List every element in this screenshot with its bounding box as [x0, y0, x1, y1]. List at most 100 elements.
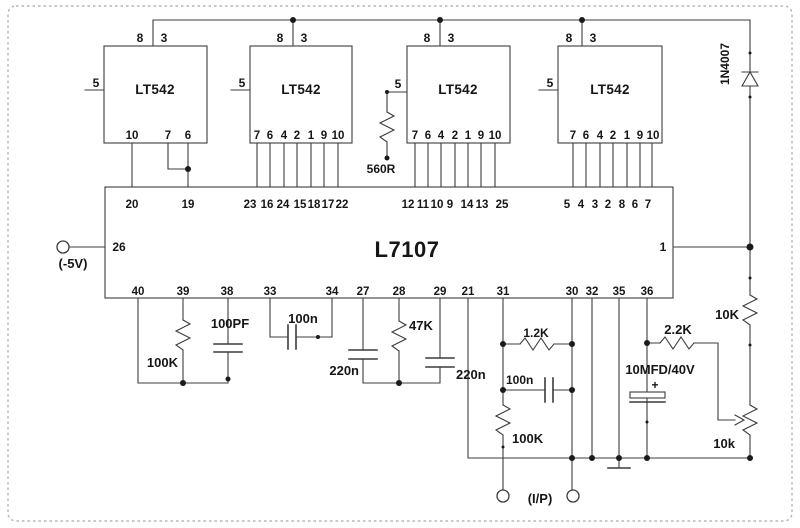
- display-3-bpin: 6: [425, 130, 431, 142]
- display-2-bpin: 1: [308, 130, 315, 142]
- ic-top-pin: 23: [244, 199, 257, 211]
- ic-top-pin: 20: [126, 199, 139, 211]
- terminal-input-right: [566, 489, 580, 503]
- ic-pin1: 1: [660, 240, 667, 254]
- ic-top-pin: 16: [261, 199, 274, 211]
- capacitor-100n-ref-symbol: [287, 324, 297, 350]
- potentiometer-10k-symbol: [734, 404, 759, 436]
- display-2-pin3: 3: [301, 31, 308, 45]
- display-2-bpin: 10: [332, 130, 345, 142]
- terminal-input-left: [496, 489, 510, 503]
- ic-top-pin: 5: [564, 199, 571, 211]
- capacitor-100pf-symbol: [213, 343, 243, 353]
- ic-bottom-pin: 38: [221, 286, 234, 298]
- capacitor-100n-in-symbol: [544, 377, 554, 403]
- ic-top-pin: 4: [578, 199, 585, 211]
- display-2-bpin: 6: [267, 130, 273, 142]
- label-input: (I/P): [528, 491, 553, 506]
- label-100n-ref: 100n: [288, 311, 318, 326]
- resistor-560r-symbol: [378, 111, 396, 143]
- terminal-neg5v: [56, 240, 70, 254]
- ic-bottom-pin: 39: [177, 286, 190, 298]
- label-neg5v: (-5V): [59, 256, 88, 271]
- display-2-box: [249, 45, 353, 144]
- ic-pin26: 26: [112, 240, 126, 254]
- label-10k-pot: 10k: [713, 436, 735, 451]
- label-220n-a: 220n: [329, 363, 359, 378]
- display-3-pin5: 5: [395, 77, 402, 91]
- display-3-box: [406, 45, 511, 144]
- ic-top-pin: 18: [308, 199, 321, 211]
- ic-top-pin: 6: [632, 199, 638, 211]
- display-3-bpin: 10: [489, 130, 502, 142]
- label-220n-b: 220n: [456, 367, 486, 382]
- ic-bottom-pin: 35: [613, 286, 626, 298]
- ic-box: [104, 186, 674, 299]
- display-3-bpin: 1: [465, 130, 472, 142]
- junction-dots: [180, 17, 754, 461]
- ic-top-pin: 17: [322, 199, 335, 211]
- ic-top-pin: 8: [619, 199, 626, 211]
- resistor-100k-in-symbol: [494, 404, 512, 436]
- ic-top-pin: 14: [461, 199, 474, 211]
- ic-top-pin: 25: [496, 199, 509, 211]
- label-1k2: 1.2K: [523, 326, 549, 340]
- ic-top-pin: 11: [417, 199, 430, 211]
- resistor-1k2-symbol: [519, 337, 555, 351]
- ic-top-pin: 2: [605, 199, 611, 211]
- wire-network: [68, 19, 751, 491]
- display-3-bpin: 9: [478, 130, 484, 142]
- display-2-bpin: 9: [321, 130, 327, 142]
- display-4-bpin: 10: [647, 130, 660, 142]
- display-3-bpin: 7: [412, 130, 418, 142]
- ic-top-pin: 19: [182, 199, 195, 211]
- ic-bottom-pin: 28: [393, 286, 406, 298]
- wiper-arrow-icon: [734, 414, 746, 426]
- ic-top-pin: 10: [431, 199, 444, 211]
- display-4-bpin: 2: [610, 130, 616, 142]
- label-560r: 560R: [367, 162, 396, 176]
- display-1-bpin: 6: [185, 130, 191, 142]
- display-1-pin5: 5: [93, 76, 100, 90]
- page-border: [7, 5, 793, 522]
- capacitor-10mfd-symbol: [629, 391, 666, 403]
- ic-top-pin: 7: [645, 199, 651, 211]
- capacitor-220n-b-symbol: [425, 357, 455, 368]
- display-1-pin8: 8: [137, 31, 144, 45]
- ic-bottom-pin: 36: [641, 286, 654, 298]
- ic-bottom-pin: 33: [264, 286, 277, 298]
- display-1-label: LT542: [135, 82, 175, 97]
- ic-bottom-pin: 32: [586, 286, 599, 298]
- display-4-pin8: 8: [566, 31, 573, 45]
- display-2-pin8: 8: [277, 31, 284, 45]
- resistor-47k-symbol: [390, 320, 408, 352]
- label-100pf: 100PF: [211, 316, 249, 331]
- display-4-bpin: 1: [624, 130, 631, 142]
- display-4-box: [557, 45, 663, 144]
- display-1-bpin: 10: [126, 130, 139, 142]
- ic-bottom-pin: 40: [132, 286, 145, 298]
- ic-top-pin: 12: [402, 199, 415, 211]
- ic-top-pin: 3: [592, 199, 598, 211]
- display-3-pin3: 3: [448, 31, 455, 45]
- label-100k-in: 100K: [512, 431, 544, 446]
- ic-bottom-pin: 31: [497, 286, 510, 298]
- display-3-pin8: 8: [424, 31, 431, 45]
- label-10mfd: 10MFD/40V: [625, 362, 695, 377]
- display-4-bpin: 6: [583, 130, 589, 142]
- display-4-label: LT542: [590, 82, 630, 97]
- display-3-bpin: 4: [438, 130, 445, 142]
- label-100k-osc: 100K: [147, 355, 179, 370]
- ic-bottom-pin: 29: [434, 286, 447, 298]
- display-2-bpin: 7: [254, 130, 260, 142]
- display-4-pin5: 5: [547, 76, 554, 90]
- resistor-100k-osc-symbol: [174, 319, 192, 351]
- display-2-bpin: 4: [281, 130, 288, 142]
- label-cap-plus: +: [651, 378, 658, 392]
- ic-bottom-pin: 27: [357, 286, 370, 298]
- display-4-pin3: 3: [590, 31, 597, 45]
- ic-top-pin: 13: [476, 199, 489, 211]
- diode-1n4007-symbol: [741, 70, 759, 87]
- label-100n-in: 100n: [506, 373, 533, 387]
